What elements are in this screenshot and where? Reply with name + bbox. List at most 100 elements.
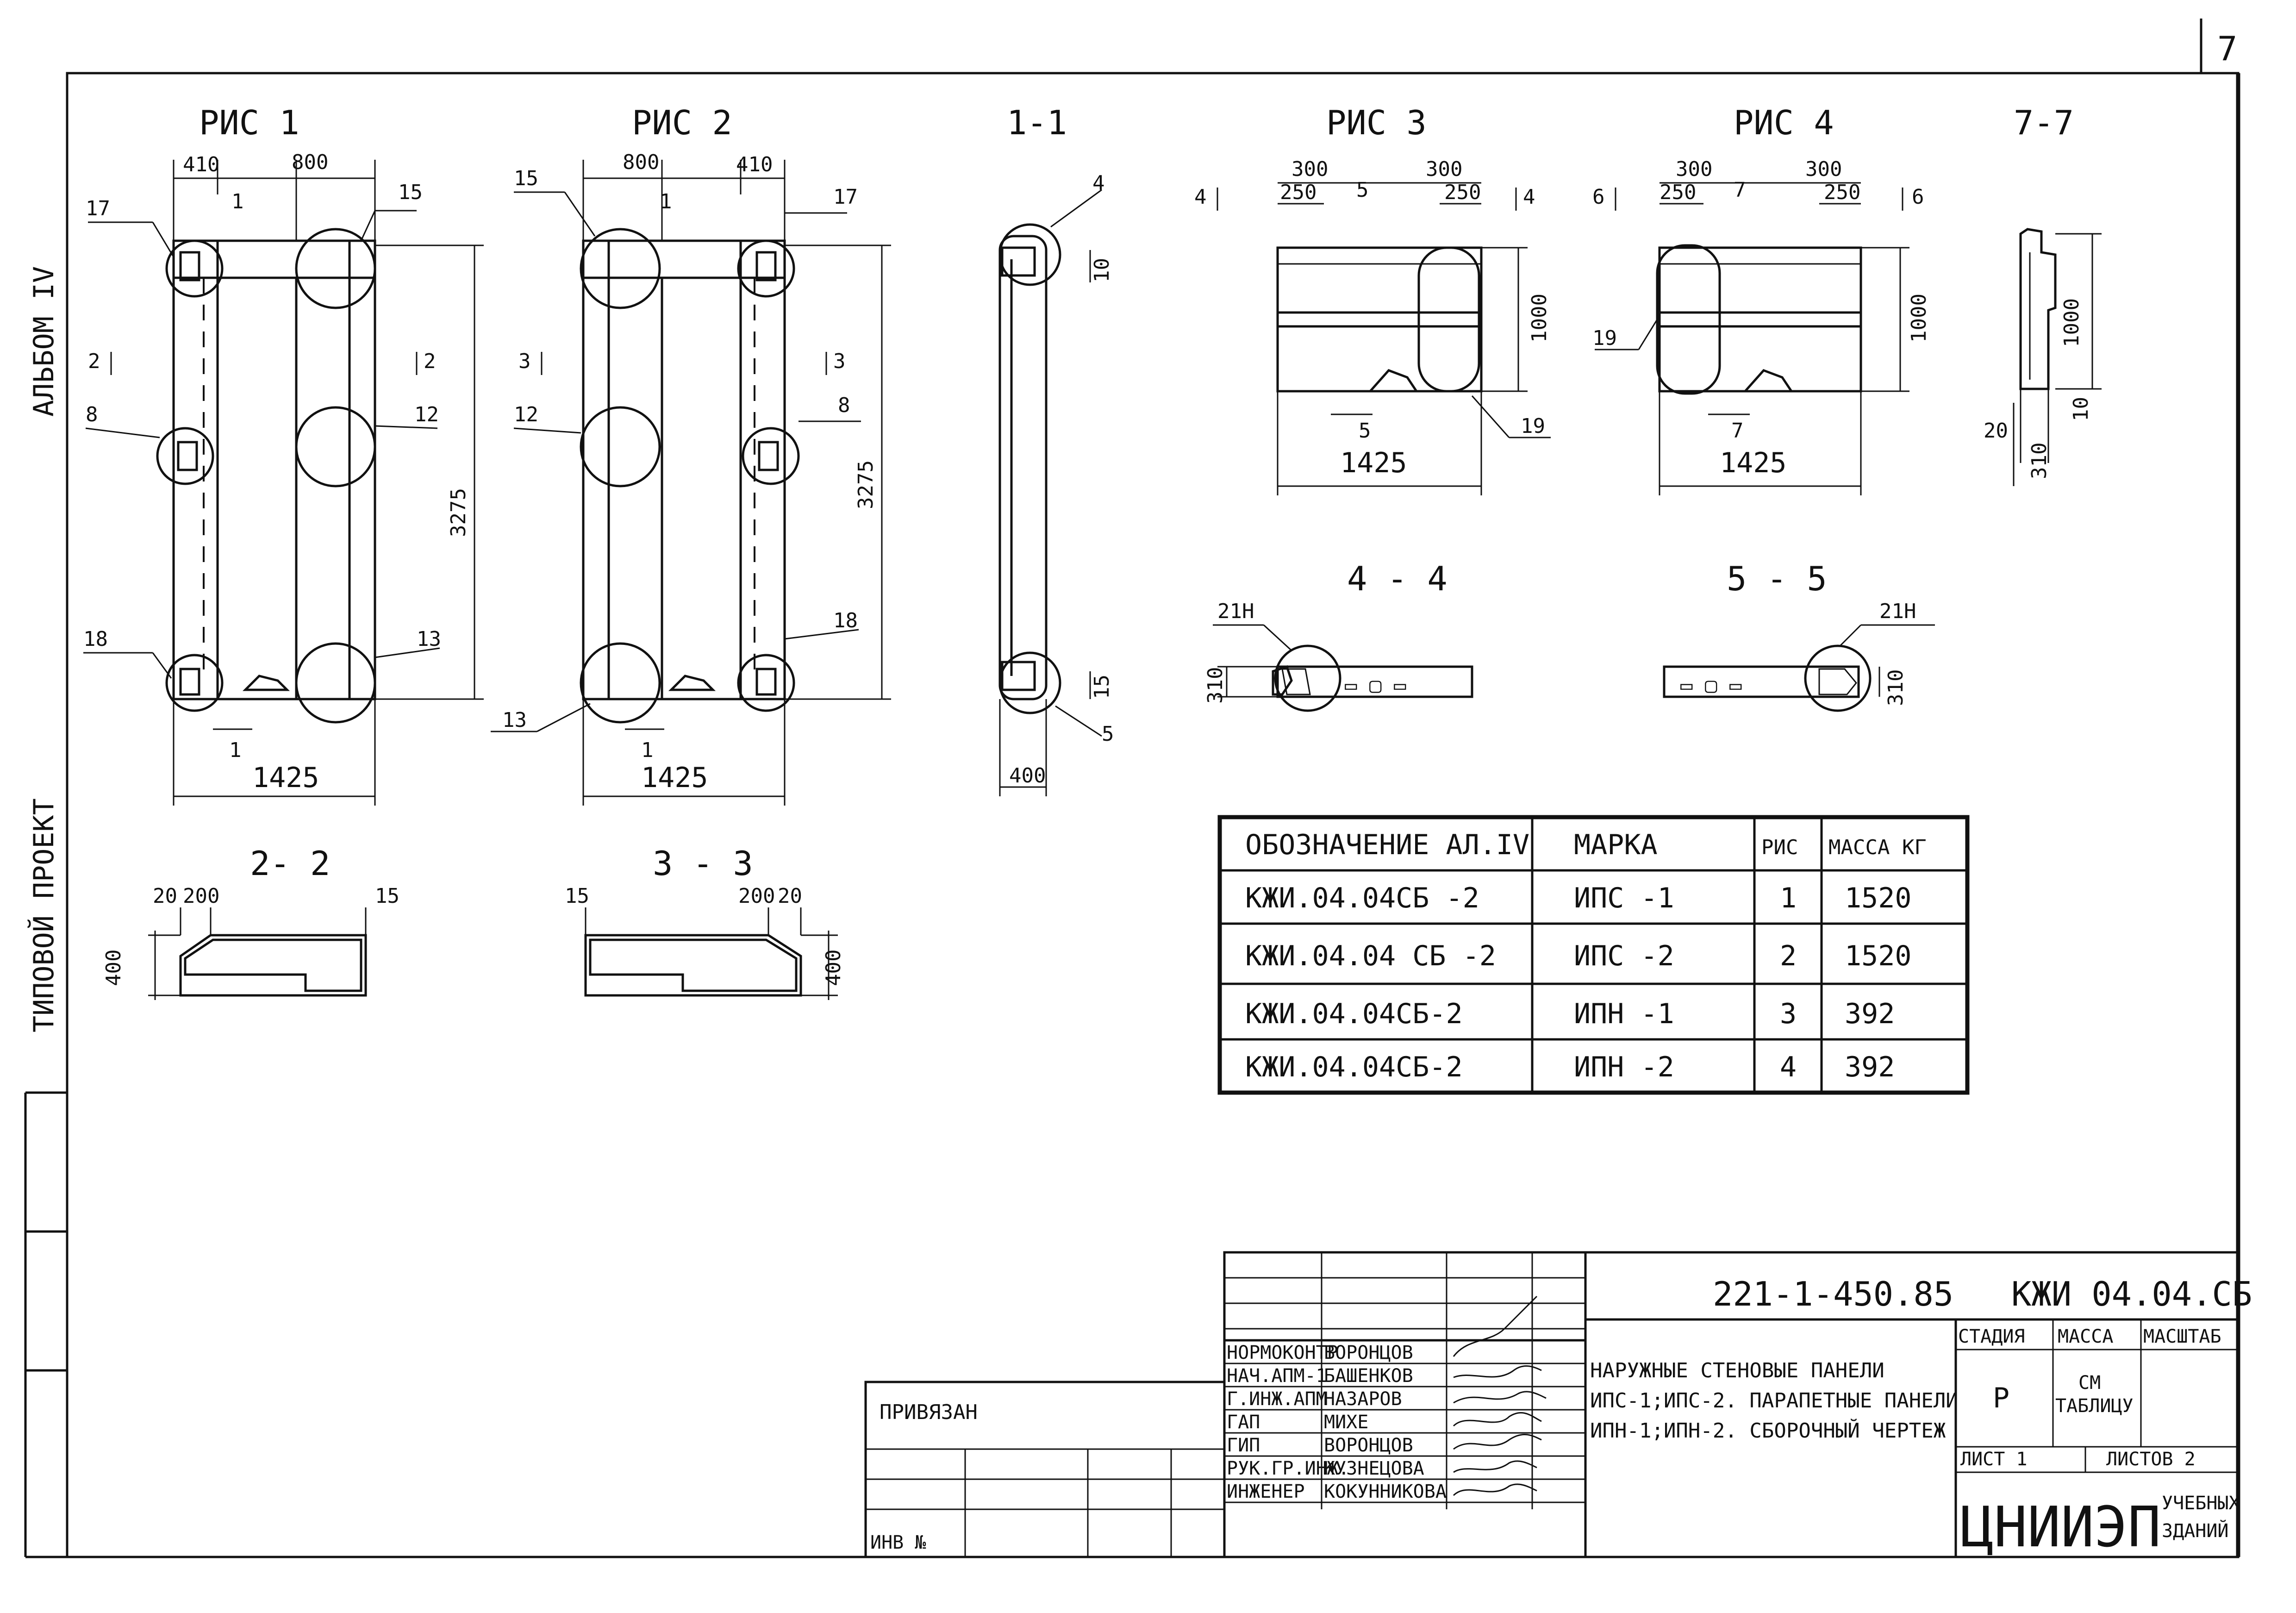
svg-text:21Н: 21Н: [1217, 600, 1254, 623]
svg-text:7-7: 7-7: [2014, 103, 2074, 142]
svg-text:КОКУННИКОВА: КОКУННИКОВА: [1324, 1481, 1447, 1502]
svg-text:2: 2: [1780, 940, 1797, 972]
sheet-label: ЛИСТ 1: [1960, 1449, 2028, 1470]
doc-number: 221-1-450.85: [1713, 1275, 1953, 1313]
svg-text:20: 20: [1984, 419, 2008, 443]
svg-text:18: 18: [83, 627, 108, 651]
svg-text:4: 4: [1194, 185, 1207, 209]
side-strip: АЛЬБОМ IV ТИПОВОЙ ПРОЕКТ: [24, 266, 67, 1558]
svg-text:12: 12: [414, 403, 439, 426]
svg-text:ИПС -2: ИПС -2: [1574, 940, 1674, 972]
svg-text:НАЧ.АПМ-1: НАЧ.АПМ-1: [1227, 1365, 1327, 1387]
svg-text:15: 15: [375, 884, 399, 908]
svg-text:17: 17: [86, 197, 110, 220]
title-line-2: ИПС-1;ИПС-2. ПАРАПЕТНЫЕ ПАНЕЛИ: [1590, 1389, 1958, 1413]
table-row: КЖИ.04.04 СБ -2 ИПС -2 2 1520: [1245, 940, 1912, 972]
svg-text:ОБОЗНАЧЕНИЕ АЛ.IV: ОБОЗНАЧЕНИЕ АЛ.IV: [1245, 829, 1529, 861]
staff-list: НОРМОКОНТР ВОРОНЦОВ НАЧ.АПМ-1 БАШЕНКОВ Г…: [1227, 1342, 1447, 1502]
svg-text:8: 8: [838, 394, 850, 417]
view-ris4: РИС 4 300 250 300 250 6 6 7 7 1000 19 14…: [1592, 103, 1931, 495]
svg-text:▭ ▢ ▭: ▭ ▢ ▭: [1345, 674, 1406, 697]
svg-text:МАССА: МАССА: [2058, 1326, 2113, 1347]
svg-text:200: 200: [183, 884, 219, 908]
svg-text:МАРКА: МАРКА: [1574, 829, 1658, 861]
svg-text:ТИПОВОЙ ПРОЕКТ: ТИПОВОЙ ПРОЕКТ: [27, 798, 60, 1032]
svg-text:4: 4: [1092, 171, 1105, 195]
svg-text:2: 2: [88, 350, 100, 373]
stage-value: Р: [1993, 1382, 2009, 1414]
svg-text:1425: 1425: [1340, 447, 1407, 479]
svg-text:КЖИ.04.04СБ -2: КЖИ.04.04СБ -2: [1245, 882, 1479, 914]
svg-text:4: 4: [1523, 185, 1535, 209]
svg-text:15: 15: [565, 884, 589, 908]
svg-text:18: 18: [833, 609, 858, 632]
view-ris3: РИС 3 300 250 300 250 4 4 5 5 1000 19 14…: [1194, 103, 1551, 495]
page-number: 7: [2217, 29, 2237, 68]
svg-text:1: 1: [229, 738, 242, 762]
svg-text:РИС: РИС: [1761, 836, 1798, 859]
view-section-2-2: 2- 2 400 20 200 15: [102, 844, 399, 1000]
svg-text:УЧЕБНЫХ: УЧЕБНЫХ: [2162, 1493, 2240, 1514]
svg-text:1425: 1425: [252, 762, 319, 794]
svg-text:310: 310: [1884, 669, 1908, 706]
svg-text:СМ: СМ: [2078, 1372, 2101, 1394]
svg-text:6: 6: [1912, 185, 1924, 209]
svg-text:МИХЕ: МИХЕ: [1324, 1412, 1368, 1433]
svg-text:10: 10: [2069, 397, 2093, 421]
svg-text:19: 19: [1592, 326, 1617, 350]
svg-text:392: 392: [1845, 1051, 1895, 1083]
svg-text:4: 4: [1780, 1051, 1797, 1083]
svg-text:5: 5: [1359, 419, 1371, 443]
org-logo: ЦНИИЭП: [1960, 1495, 2161, 1560]
svg-text:5 - 5: 5 - 5: [1727, 559, 1827, 598]
svg-text:НОРМОКОНТР: НОРМОКОНТР: [1227, 1342, 1338, 1363]
svg-text:1520: 1520: [1845, 940, 1912, 972]
svg-text:7: 7: [1734, 178, 1746, 202]
svg-text:8: 8: [86, 403, 98, 426]
svg-text:1: 1: [641, 738, 654, 762]
svg-text:15: 15: [514, 167, 538, 190]
svg-text:РИС 4: РИС 4: [1734, 103, 1834, 142]
svg-text:МАССА КГ: МАССА КГ: [1828, 836, 1927, 859]
svg-text:10: 10: [1090, 258, 1114, 282]
svg-text:ВОРОНЦОВ: ВОРОНЦОВ: [1324, 1342, 1413, 1363]
svg-text:ИНЖЕНЕР: ИНЖЕНЕР: [1227, 1481, 1305, 1502]
table-row: КЖИ.04.04СБ-2 ИПН -2 4 392: [1245, 1051, 1895, 1083]
svg-text:20: 20: [153, 884, 177, 908]
svg-text:7: 7: [1731, 419, 1744, 443]
svg-text:400: 400: [822, 950, 845, 986]
svg-text:20: 20: [778, 884, 802, 908]
svg-text:12: 12: [514, 403, 538, 426]
svg-text:1: 1: [660, 190, 672, 213]
sheets-label: ЛИСТОВ 2: [2106, 1449, 2196, 1470]
svg-text:3: 3: [1780, 998, 1797, 1030]
svg-text:392: 392: [1845, 998, 1895, 1030]
svg-text:КЖИ.04.04СБ-2: КЖИ.04.04СБ-2: [1245, 998, 1463, 1030]
svg-text:13: 13: [502, 708, 527, 732]
svg-text:250: 250: [1444, 181, 1481, 204]
svg-text:КЖИ.04.04СБ-2: КЖИ.04.04СБ-2: [1245, 1051, 1463, 1083]
spec-table: ОБОЗНАЧЕНИЕ АЛ.IV МАРКА РИС МАССА КГ КЖИ…: [1217, 815, 1970, 1095]
svg-text:▭ ▢ ▭: ▭ ▢ ▭: [1680, 674, 1742, 697]
svg-text:2: 2: [424, 350, 436, 373]
svg-text:17: 17: [833, 185, 858, 209]
svg-text:250: 250: [1660, 181, 1696, 204]
view-ris2: РИС 2 800 410 15 17 12 8 13 18: [491, 103, 891, 806]
svg-text:НАЗАРОВ: НАЗАРОВ: [1324, 1388, 1402, 1410]
svg-text:РИС 2: РИС 2: [632, 103, 732, 142]
svg-text:РИС 3: РИС 3: [1326, 103, 1427, 142]
svg-text:3 - 3: 3 - 3: [653, 844, 753, 883]
svg-text:400: 400: [1009, 764, 1046, 788]
svg-text:ЗДАНИЙ: ЗДАНИЙ: [2162, 1519, 2229, 1542]
svg-text:РИС 1: РИС 1: [199, 103, 299, 142]
view-section-7-7: 7-7 1000 10 20 310: [1984, 103, 2102, 486]
signatures: [1453, 1295, 1547, 1496]
svg-text:3: 3: [833, 350, 846, 373]
svg-text:КЖИ.04.04 СБ -2: КЖИ.04.04 СБ -2: [1245, 940, 1496, 972]
svg-text:800: 800: [292, 150, 328, 174]
svg-text:21Н: 21Н: [1879, 600, 1916, 623]
svg-text:Г.ИНЖ.АПМ: Г.ИНЖ.АПМ: [1227, 1388, 1327, 1410]
view-ris1: РИС 1 410 800 17 15 8 12 18: [83, 103, 484, 806]
svg-text:4 - 4: 4 - 4: [1347, 559, 1447, 598]
